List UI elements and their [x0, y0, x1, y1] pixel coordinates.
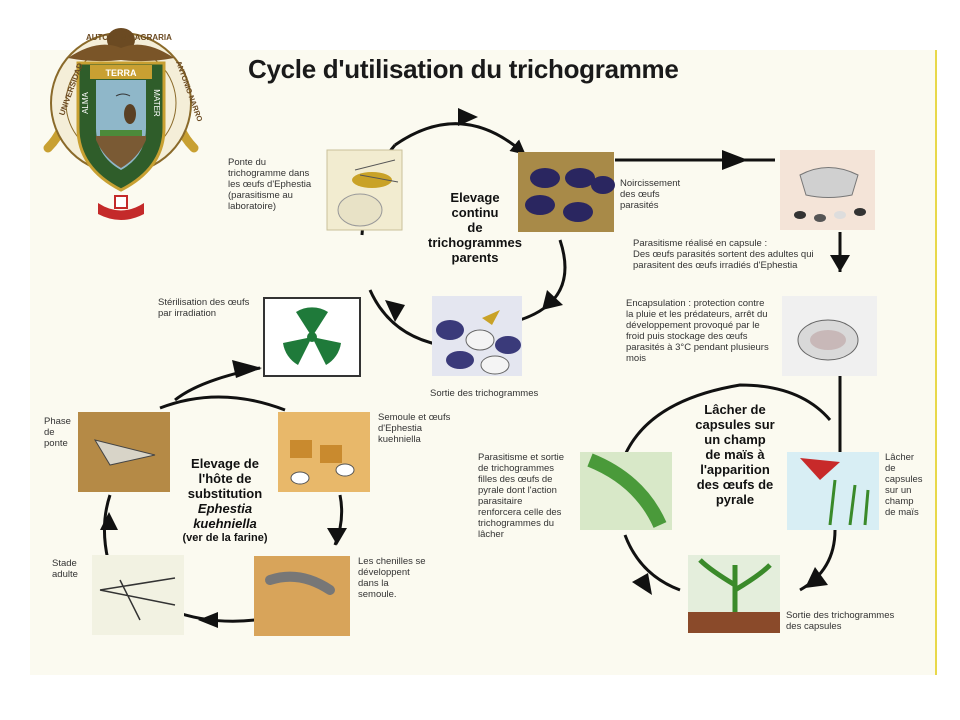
diagram-title: Cycle d'utilisation du trichogramme [248, 54, 679, 84]
logo-right-text: MATER [152, 89, 161, 117]
label-sortie-trichogrammes: Sortie des trichogrammes [430, 388, 539, 399]
radiation-symbol-icon [263, 297, 361, 377]
caterpillar-icon [254, 556, 350, 636]
release-cycle-arrowheads [632, 567, 828, 595]
flow-arrowheads [232, 150, 850, 378]
corn-leaf-icon [580, 452, 672, 530]
capsule-cup-icon [780, 150, 875, 230]
dark-eggs-icon [518, 152, 615, 232]
opened-capsule-icon [782, 296, 877, 376]
university-logo: UNIVERSIDAD AUTONOMA AGRARIA ANTONIO NAR… [43, 28, 204, 220]
panel-edge [935, 50, 937, 675]
corn-stalk-icon [688, 555, 780, 633]
host-cycle-title: Elevage de l'hôte de substitution Ephest… [182, 456, 268, 544]
logo-banner: TERRA [106, 68, 137, 78]
label-parasitisme-capsule: Parasitisme réalisé en capsule :Des œufs… [633, 238, 814, 271]
host-cycle-arrowheads [100, 512, 347, 628]
wasp-on-egg-icon [326, 149, 403, 231]
logo-seal-icon [43, 28, 199, 220]
semolina-eggs-icon [278, 412, 370, 492]
moth-laying-icon [78, 412, 170, 492]
field-release-icon [787, 452, 879, 530]
release-cycle-title: Lâcher de capsules sur un champ de maïs … [695, 402, 775, 507]
parents-cycle-title: Elevage continu de trichogrammes parents [428, 190, 522, 265]
logo-ring-top: AUTONOMA AGRARIA [86, 33, 172, 42]
logo-left-text: ALMA [81, 91, 90, 113]
eggs-hatching-icon [432, 296, 522, 376]
parents-cycle-arrowheads [385, 108, 563, 322]
adult-moth-icon [92, 555, 184, 635]
